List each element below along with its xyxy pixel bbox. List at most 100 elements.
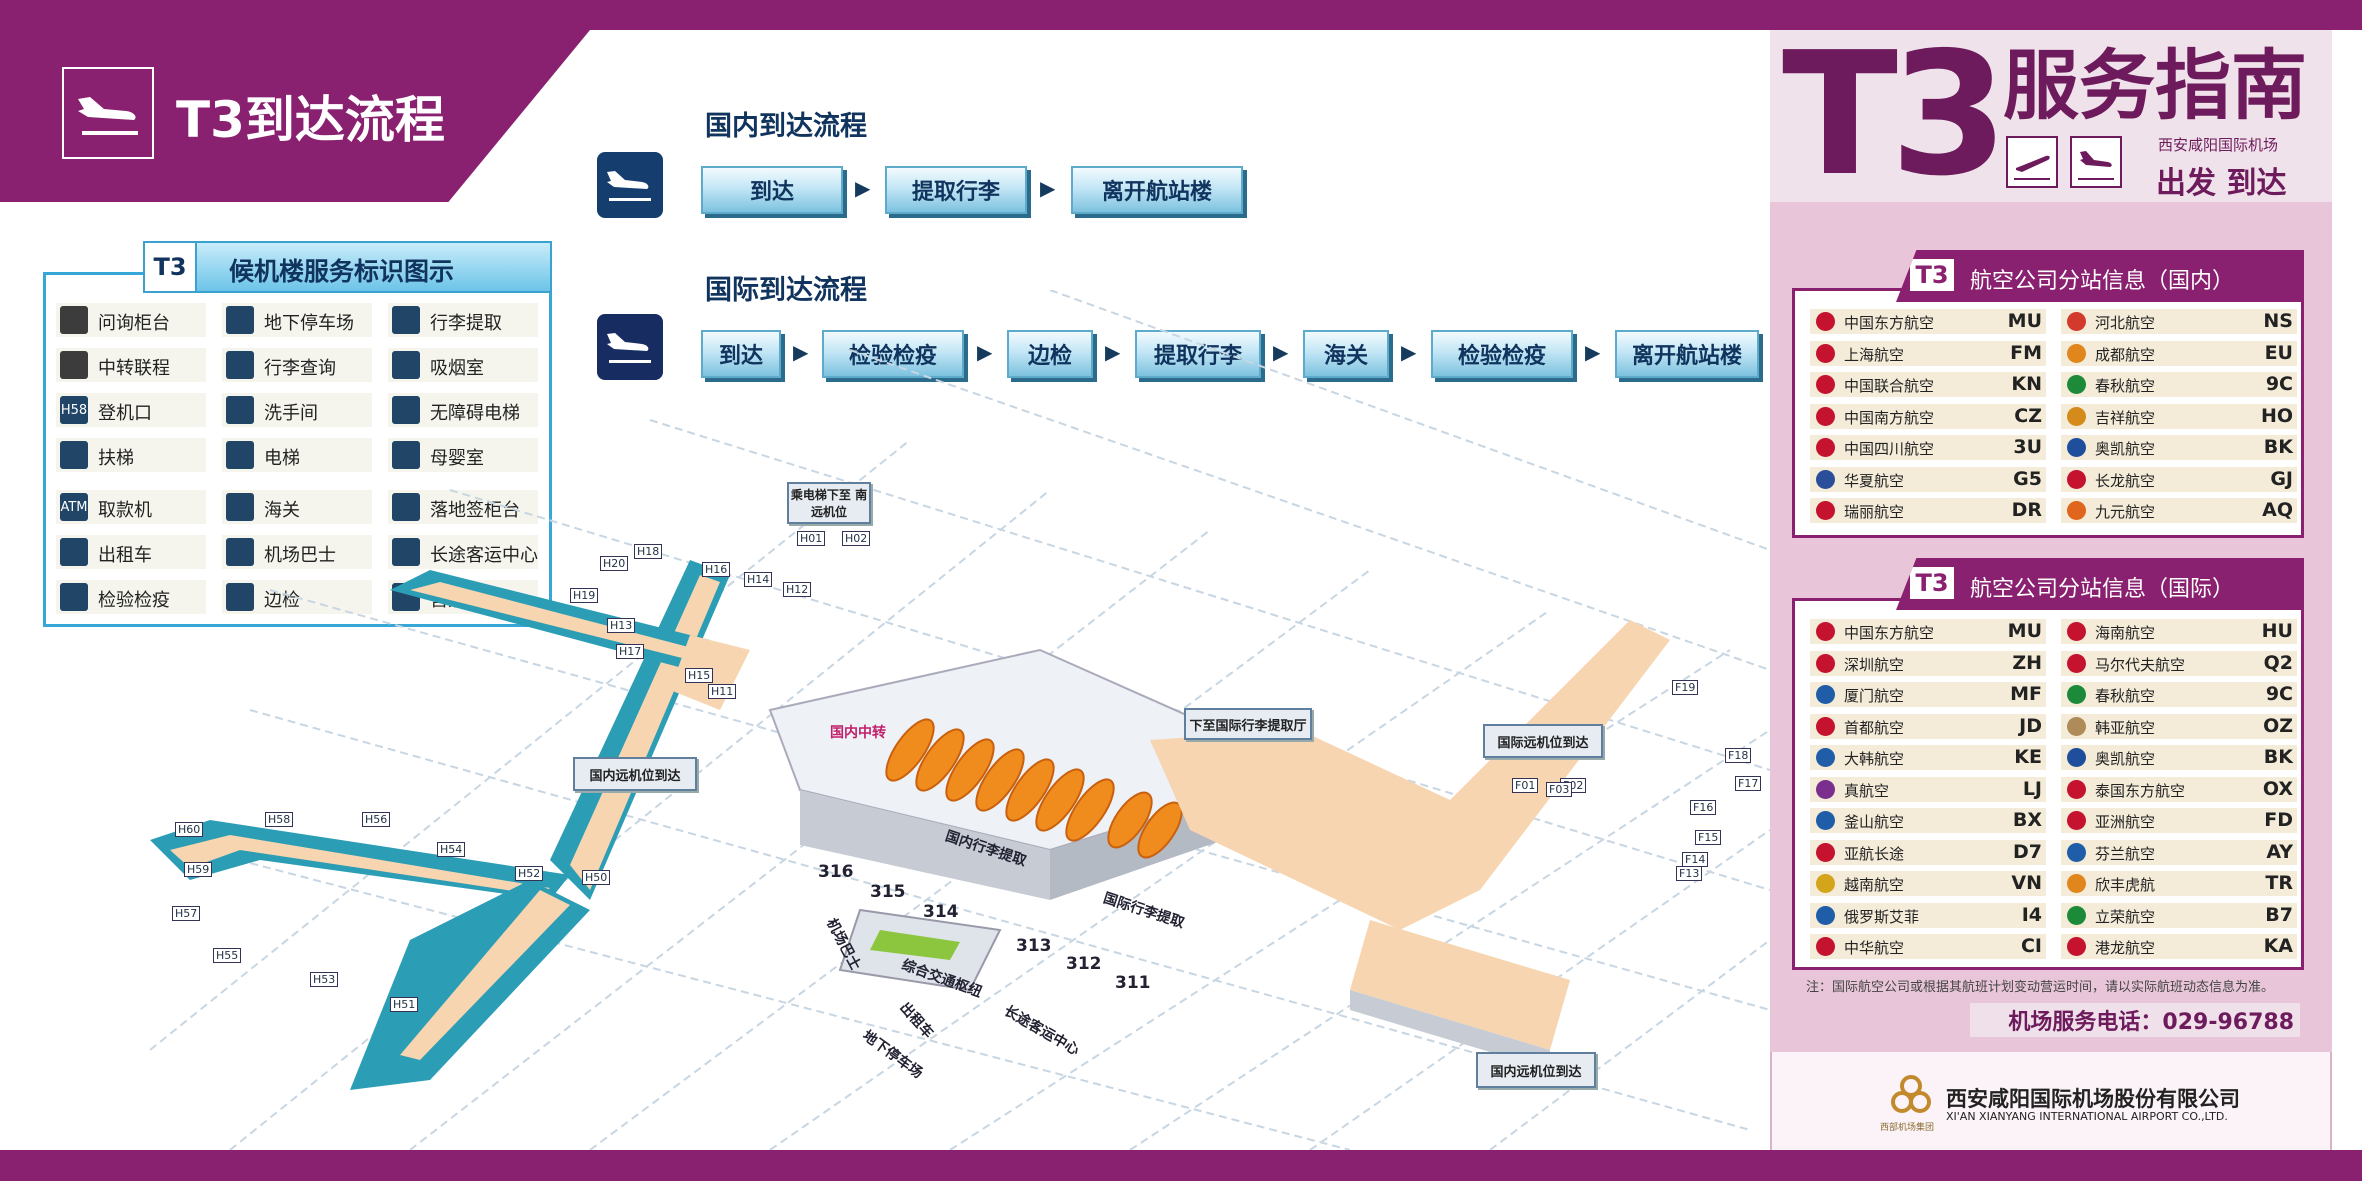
airline-code: BK xyxy=(2263,746,2293,768)
door-number: 312 xyxy=(1066,954,1102,974)
airline-logo-icon xyxy=(1816,905,1835,925)
airline-logo-icon xyxy=(2067,653,2086,673)
airline-name: 春秋航空 xyxy=(2095,687,2156,705)
legend-item: 机场巴士 xyxy=(222,535,372,569)
bottom-band xyxy=(0,1150,2362,1181)
legend-item-label: 登机口 xyxy=(98,403,152,424)
airline-logo-icon xyxy=(2067,343,2086,363)
airline-code: D7 xyxy=(2013,840,2042,863)
airline-code: BX xyxy=(2012,809,2042,831)
legend-item: 洗手间 xyxy=(222,393,372,427)
airline-code: 9C xyxy=(2265,683,2293,705)
t3-logo-text: T3 xyxy=(1782,16,2008,214)
legend-item: 地下停车场 xyxy=(222,303,372,337)
quarantine-icon xyxy=(60,583,88,611)
flow-arrow: ▶ xyxy=(1401,340,1417,364)
airline-logo-icon xyxy=(2067,842,2086,862)
intl-step-1: 到达 xyxy=(701,330,781,378)
airline-logo-icon xyxy=(2067,469,2086,489)
gate-tag: H53 xyxy=(310,972,339,987)
accessible-elevator-icon xyxy=(392,396,420,424)
legend-item: 无障碍电梯 xyxy=(388,393,538,427)
gate-tag: H19 xyxy=(570,588,599,603)
flow-arrow: ▶ xyxy=(793,340,809,364)
legend-title: 候机楼服务标识图示 xyxy=(229,257,455,286)
domestic-flow-title: 国内到达流程 xyxy=(705,111,867,142)
airline-logo-icon xyxy=(2067,438,2086,457)
airline-name: 泰国东方航空 xyxy=(2095,781,2186,800)
domestic-step-2: 提取行李 xyxy=(885,166,1027,214)
airline-code: KA xyxy=(2263,935,2293,957)
airline-code: LJ xyxy=(2022,777,2042,800)
airline-logo-icon xyxy=(2067,406,2086,426)
terminal-map xyxy=(150,290,1770,1150)
legend-item-label: 母婴室 xyxy=(430,448,484,469)
intl-table-title: 航空公司分站信息（国际） xyxy=(1970,577,2235,602)
airline-code: AQ xyxy=(2262,499,2293,521)
legend-item-label: 中转联程 xyxy=(98,358,170,379)
legend-item-label: 海关 xyxy=(264,500,300,521)
airline-name: 真航空 xyxy=(1844,781,1890,800)
airline-logo-icon xyxy=(2067,937,2086,956)
elevator-remote-callout: 乘电梯下至 南远机位 xyxy=(787,482,871,524)
gate-tag: F01 xyxy=(1512,778,1539,793)
airline-code: 9C xyxy=(2265,373,2293,395)
legend-item: 出租车 xyxy=(56,535,206,569)
airline-logo-icon xyxy=(1816,312,1835,331)
airline-code: CZ xyxy=(2014,404,2042,427)
airline-code: OX xyxy=(2262,777,2293,800)
departure-arrival-label: 出发 到达 xyxy=(2156,166,2287,201)
airline-code: VN xyxy=(2011,872,2042,894)
intl-baggage-hall-callout: 下至国际行李提取厅 xyxy=(1184,708,1312,740)
domestic-table-header: T3 航空公司分站信息（国内） xyxy=(1896,250,2304,302)
legend-item: 行李提取 xyxy=(388,303,538,337)
service-phone: 机场服务电话：029-96788 xyxy=(1970,1003,2300,1037)
airline-logo-icon xyxy=(1816,716,1835,736)
page-title: T3到达流程 xyxy=(176,91,445,149)
airline-name: 中国四川航空 xyxy=(1844,440,1935,458)
airline-name: 芬兰航空 xyxy=(2095,844,2156,863)
gate-tag: H51 xyxy=(390,997,419,1012)
airline-logo-icon xyxy=(2067,874,2086,893)
flow-arrow: ▶ xyxy=(1105,340,1121,364)
arrival-icon xyxy=(2070,136,2122,188)
airline-name: 华夏航空 xyxy=(1844,471,1905,490)
flow-arrow: ▶ xyxy=(1040,176,1056,200)
airport-name: 西安咸阳国际机场 xyxy=(2158,136,2279,154)
airline-name: 亚洲航空 xyxy=(2095,813,2156,831)
airline-logo-icon xyxy=(1816,469,1835,489)
airline-name: 海南航空 xyxy=(2095,624,2156,642)
border-control-icon xyxy=(226,583,254,611)
airline-logo-icon xyxy=(1816,779,1835,799)
legend-item-label: 吸烟室 xyxy=(430,358,484,379)
international-flow-title: 国际到达流程 xyxy=(705,275,867,306)
gate-tag: H57 xyxy=(172,906,201,921)
escalator-icon xyxy=(60,441,88,469)
airline-name: 韩亚航空 xyxy=(2095,718,2156,737)
plane-arrival-icon xyxy=(62,67,154,159)
airline-code: MU xyxy=(2007,620,2042,642)
airline-logo-icon xyxy=(1816,653,1835,673)
gate-tag: H15 xyxy=(685,668,714,683)
legend-item-label: 扶梯 xyxy=(98,448,134,469)
legend-item-label: 地下停车场 xyxy=(264,313,354,334)
legend-item: 海关 xyxy=(222,490,372,524)
airline-name: 中国东方航空 xyxy=(1844,314,1935,332)
legend-item: 落地签柜台 xyxy=(388,490,538,524)
gate-tag: H02 xyxy=(842,531,871,546)
gate-icon: H58 xyxy=(60,396,88,424)
flow-arrow: ▶ xyxy=(977,340,993,364)
